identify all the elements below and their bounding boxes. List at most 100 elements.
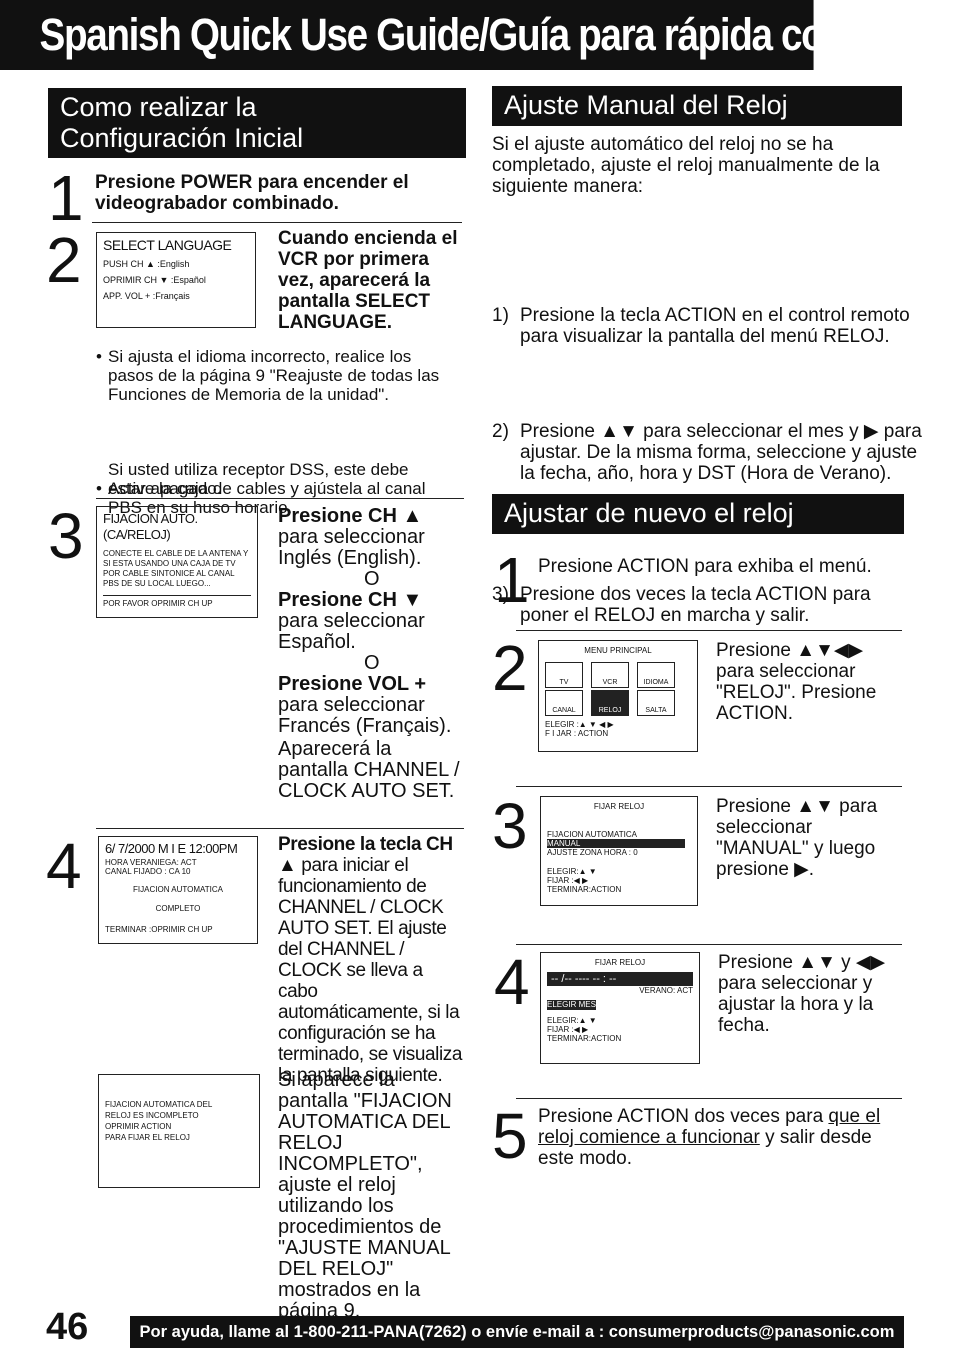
heading-line-1: Como realizar la xyxy=(60,92,257,122)
main-menu-screen: MENU PRINCIPAL TV VCR IDIOMA CANAL RELOJ… xyxy=(538,640,698,752)
reset-step3-text: Presione ▲▼ para seleccionar "MANUAL" y … xyxy=(716,796,878,880)
step5-underlined: que el reloj comience a funcionar xyxy=(538,1106,881,1148)
section-heading-reset-clock: Ajustar de nuevo el reloj xyxy=(492,494,904,534)
divider xyxy=(92,222,462,223)
step2-note: Si usted utiliza receptor DSS, este debe… xyxy=(108,460,409,498)
divider xyxy=(96,828,464,829)
item-number: 2) xyxy=(492,421,509,442)
screen-row: RELOJ ES INCOMPLETO xyxy=(105,1111,199,1120)
screen-row: AJUSTE ZONA HORA : 0 xyxy=(547,848,638,857)
set-clock-screen: FIJAR RELOJ FIJACION AUTOMATICA MANUAL A… xyxy=(540,796,698,906)
step-number-2: 2 xyxy=(492,632,528,704)
reset-step4-text: Presione ▲▼ y ◀▶ para seleccionar y ajus… xyxy=(718,952,886,1036)
screen-footer: TERMINAR :OPRIMIR CH UP xyxy=(105,925,213,934)
screen-title: FIJAR RELOJ xyxy=(594,958,646,967)
screen-row: ELEGIR:▲ ▼ xyxy=(547,1016,597,1025)
divider xyxy=(516,1098,902,1099)
step4-incomplete-text: Si aparece la pantalla "FIJACION AUTOMAT… xyxy=(278,1069,452,1322)
step-number-1: 1 xyxy=(48,162,84,234)
step5-post: y salir desde este modo. xyxy=(538,1127,872,1169)
item-number: 1) xyxy=(492,305,509,326)
select-month-tag: ELEGIR MES xyxy=(547,1000,596,1010)
skip-icon: SALTA xyxy=(637,690,675,716)
screen-row: FIJACION AUTOMATICA xyxy=(133,885,223,894)
screen-row: APP. VOL + :Français xyxy=(103,291,190,301)
help-footer: Por ayuda, llame al 1-800-211-PANA(7262)… xyxy=(130,1316,904,1348)
step-number-5: 5 xyxy=(492,1100,528,1172)
divider xyxy=(516,630,902,631)
press-vol-up: Presione VOL + xyxy=(278,673,427,695)
screen-footer: POR FAVOR OPRIMIR CH UP xyxy=(103,595,251,609)
press-ch-key: Presione la tecla CH xyxy=(278,834,453,855)
screen-row: FIJACION AUTOMATICA DEL xyxy=(105,1100,213,1109)
channel-clock-screen: FIJACION AUTO. (CA/RELOJ) CONECTE EL CAB… xyxy=(96,506,258,618)
step4-instructions: Presione la tecla CH ▲ para iniciar el f… xyxy=(278,834,464,1086)
step-number-1: 1 xyxy=(494,544,530,616)
manual-clock-intro: Si el ajuste automático del reloj no se … xyxy=(492,134,880,197)
step-number-3: 3 xyxy=(48,500,84,572)
section-heading-manual-clock: Ajuste Manual del Reloj xyxy=(492,86,902,126)
or-label: O xyxy=(364,652,380,674)
page-banner-title: Spanish Quick Use Guide/Guía para rápida… xyxy=(0,0,931,70)
item-text: Presione dos veces la tecla ACTION para … xyxy=(520,584,871,626)
screen-row: FIJAR :◀ ▶ xyxy=(547,876,589,885)
language-icon: IDIOMA xyxy=(637,662,675,688)
step2-bullet-1: Si ajusta el idioma incorrecto, realice … xyxy=(96,347,448,404)
date-time-bar: -- /-- ---- -- : -- xyxy=(547,972,693,986)
vcr-icon: VCR xyxy=(591,662,629,688)
divider xyxy=(516,944,902,945)
divider xyxy=(516,786,902,787)
channel-icon: CANAL xyxy=(545,690,583,716)
step-number-4: 4 xyxy=(494,946,530,1018)
section-heading-initial-setup: Como realizar la Configuración Inicial xyxy=(48,88,466,158)
screen-row: TERMINAR:ACTION xyxy=(547,1034,622,1043)
screen-row: VERANO: ACT xyxy=(639,986,693,995)
manual-option: MANUAL xyxy=(547,839,685,848)
screen-row: CANAL FIJADO : CA 10 xyxy=(105,867,191,876)
step-number-2: 2 xyxy=(46,224,82,296)
press-ch-down: Presione CH ▼ xyxy=(278,589,423,611)
step3-result: Aparecerá la pantalla CHANNEL / CLOCK AU… xyxy=(278,738,460,802)
page-number: 46 xyxy=(46,1306,89,1348)
screen-row: ELEGIR:▲ ▼ xyxy=(547,867,597,876)
step1-text: Presione POWER para encender el videogra… xyxy=(95,172,409,214)
reset-step1-text: Presione ACTION para exhiba el menú. xyxy=(538,556,872,577)
step-number-4: 4 xyxy=(46,830,82,902)
screen-row: FIJAR :◀ ▶ xyxy=(547,1025,589,1034)
screen-body: CONECTE EL CABLE DE LA ANTENA Y SI ESTA … xyxy=(103,549,249,588)
manual-step-3: 3) Presione dos veces la tecla ACTION pa… xyxy=(492,584,920,626)
tv-icon: TV xyxy=(545,662,583,688)
item-text: Presione ▲▼ para seleccionar el mes y ▶ … xyxy=(520,421,922,484)
select-spanish: para seleccionar Español. xyxy=(278,610,425,653)
screen-row: HORA VERANIEGA: ACT xyxy=(105,858,197,867)
screen-row: TERMINAR:ACTION xyxy=(547,885,622,894)
manual-step-1: 1) Presione la tecla ACTION en el contro… xyxy=(492,305,920,347)
step-number-3: 3 xyxy=(492,790,528,862)
step5-pre: Presione ACTION dos veces para xyxy=(538,1106,829,1127)
screen-row: FIJACION AUTOMATICA xyxy=(547,830,637,839)
step2-bullet-2: Active la caja de cables y ajústela al c… xyxy=(96,479,448,517)
select-language-screen: SELECT LANGUAGE PUSH CH ▲ :English OPRIM… xyxy=(96,232,256,328)
manual-step-2: 2) Presione ▲▼ para seleccionar el mes y… xyxy=(492,421,930,484)
screen-title: 6/ 7/2000 M I E 12:00PM xyxy=(105,841,238,856)
press-ch-up: Presione CH ▲ xyxy=(278,505,423,527)
screen-row: COMPLETO xyxy=(155,904,201,913)
item-text: Presione la tecla ACTION en el control r… xyxy=(520,305,910,347)
screen-row: ELEGIR :▲ ▼ ◀ ▶ xyxy=(545,720,614,729)
clock-icon: RELOJ xyxy=(591,690,629,716)
screen-row: PUSH CH ▲ :English xyxy=(103,259,190,269)
screen-title: FIJAR RELOJ xyxy=(593,802,645,811)
screen-title: SELECT LANGUAGE xyxy=(103,237,232,253)
menu-icon-grid: TV VCR IDIOMA CANAL RELOJ SALTA xyxy=(545,662,691,716)
step3-instructions: Presione CH ▲ para seleccionar Inglés (E… xyxy=(278,506,464,802)
select-french: para seleccionar Francés (Français). xyxy=(278,694,452,737)
reset-step2-text: Presione ▲▼◀▶ para seleccionar "RELOJ". … xyxy=(716,640,877,724)
screen-row: PARA FIJAR EL RELOJ xyxy=(105,1133,190,1142)
set-clock-date-screen: FIJAR RELOJ -- /-- ---- -- : -- VERANO: … xyxy=(540,952,700,1064)
step4-text: ▲ para iniciar el funcionamiento de CHAN… xyxy=(278,855,463,1086)
screen-title: FIJACION AUTO. (CA/RELOJ) xyxy=(103,511,198,542)
item-number: 3) xyxy=(492,584,509,605)
screen-row: OPRIMIR CH ▼ :Español xyxy=(103,275,206,285)
screen-row: F I JAR : ACTION xyxy=(545,729,609,738)
auto-set-incomplete-screen: FIJACION AUTOMATICA DEL RELOJ ES INCOMPL… xyxy=(98,1074,260,1188)
